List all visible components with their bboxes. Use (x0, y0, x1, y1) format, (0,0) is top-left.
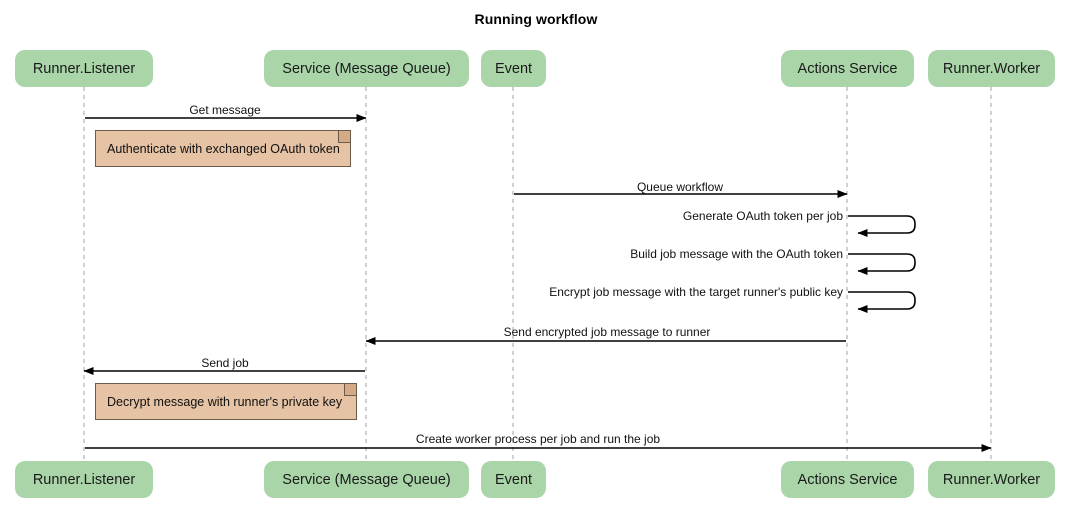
message-label-get-message: Get message (189, 103, 261, 117)
participant-actions-service-top[interactable]: Actions Service (781, 50, 914, 87)
participant-runner-listener-top[interactable]: Runner.Listener (15, 50, 153, 87)
participant-label: Runner.Worker (942, 60, 1041, 77)
message-label-generate-oauth-token: Generate OAuth token per job (682, 209, 843, 223)
participant-label: Service (Message Queue) (282, 471, 451, 488)
message-line-build-job-message (848, 253, 916, 275)
participant-runner-listener-bottom[interactable]: Runner.Listener (15, 461, 153, 498)
participant-actions-service-bottom[interactable]: Actions Service (781, 461, 914, 498)
messages-group (83, 114, 992, 452)
note-authenticate-note: Authenticate with exchanged OAuth token (95, 130, 351, 167)
participant-label: Service (Message Queue) (282, 60, 451, 77)
participant-service-mq-top[interactable]: Service (Message Queue) (264, 50, 469, 87)
participant-label: Event (494, 471, 533, 488)
note-fold-corner-icon (338, 131, 350, 143)
participant-label: Runner.Listener (32, 471, 136, 488)
note-label: Authenticate with exchanged OAuth token (107, 141, 340, 156)
message-label-encrypt-job-message: Encrypt job message with the target runn… (549, 285, 843, 299)
message-label-queue-workflow: Queue workflow (636, 180, 724, 194)
participant-label: Event (494, 60, 533, 77)
participant-event-bottom[interactable]: Event (481, 461, 546, 498)
participant-runner-worker-bottom[interactable]: Runner.Worker (928, 461, 1055, 498)
message-line-encrypt-job-message (848, 291, 916, 313)
note-fold-corner-icon (344, 384, 356, 396)
participant-service-mq-bottom[interactable]: Service (Message Queue) (264, 461, 469, 498)
participant-label: Actions Service (797, 471, 898, 488)
page-title: Running workflow (474, 11, 598, 27)
participant-label: Runner.Listener (32, 60, 136, 77)
message-label-send-job: Send job (201, 356, 249, 370)
message-label-create-worker-process: Create worker process per job and run th… (415, 432, 661, 446)
participant-runner-worker-top[interactable]: Runner.Worker (928, 50, 1055, 87)
participant-label: Runner.Worker (942, 471, 1041, 488)
participant-event-top[interactable]: Event (481, 50, 546, 87)
message-line-generate-oauth-token (848, 215, 916, 237)
note-decrypt-note: Decrypt message with runner's private ke… (95, 383, 357, 420)
note-label: Decrypt message with runner's private ke… (107, 394, 343, 409)
message-label-build-job-message: Build job message with the OAuth token (630, 247, 843, 261)
participant-label: Actions Service (797, 60, 898, 77)
message-label-send-encrypted-job-message: Send encrypted job message to runner (503, 325, 711, 339)
lifelines-group (83, 87, 992, 461)
